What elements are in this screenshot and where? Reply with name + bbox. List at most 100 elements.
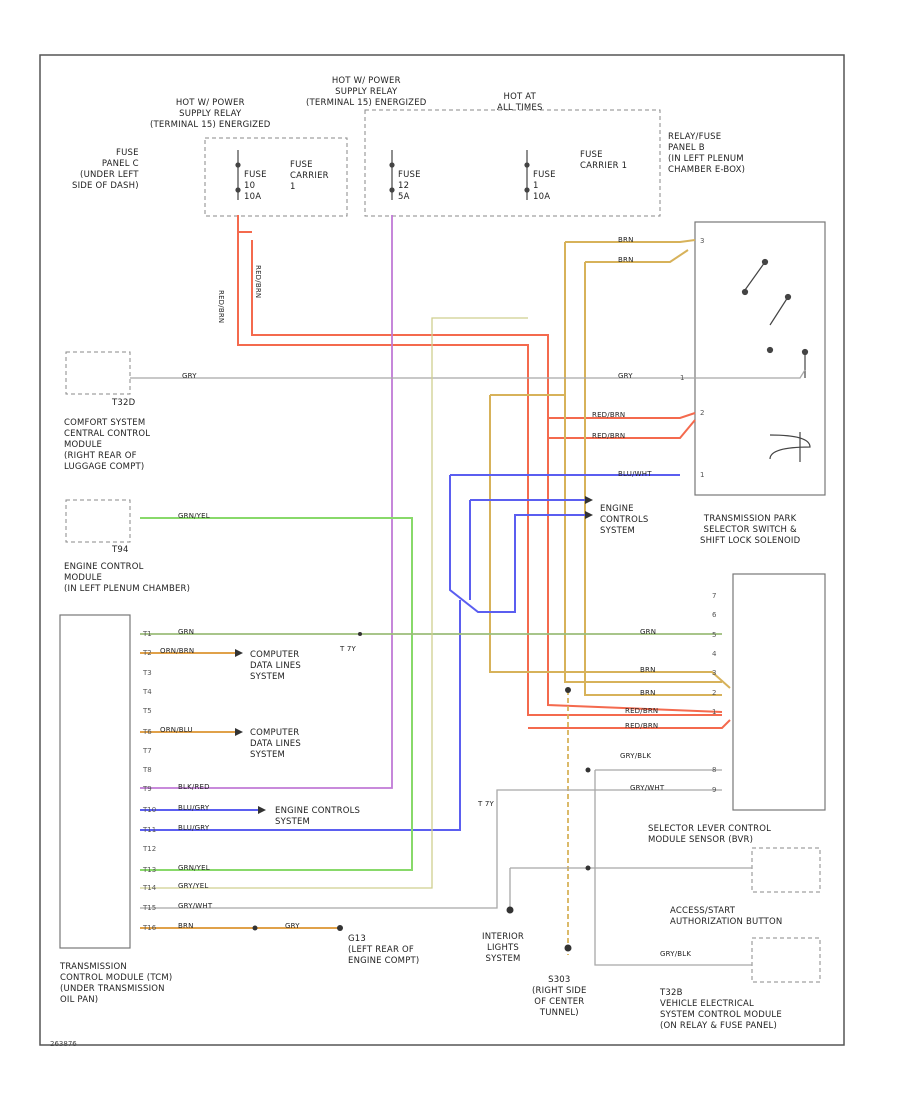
engine-controls-label-1: ENGINE CONTROLS SYSTEM [600, 504, 649, 536]
hot-at-all-times-label: HOT AT ALL TIMES [497, 92, 543, 113]
component-boxes [59, 221, 826, 949]
svg-text:T3: T3 [142, 669, 152, 677]
engine-module-label: ENGINE CONTROL MODULE (IN LEFT PLENUM CH… [64, 562, 191, 594]
figure-code: 263876 [50, 1040, 77, 1048]
computer-data-label-1: COMPUTER DATA LINES SYSTEM [250, 650, 301, 682]
diagram-frame [39, 54, 845, 1046]
wire-label-brn-1: BRN [618, 236, 634, 244]
access-start-label: ACCESS/START AUTHORIZATION BUTTON [670, 906, 783, 927]
svg-text:1: 1 [700, 471, 704, 479]
fuse-carrier-label-left: FUSE CARRIER 1 [290, 160, 329, 192]
switch-symbols [741, 258, 811, 462]
svg-text:9: 9 [712, 786, 716, 794]
fuse-label-mid: FUSE 12 5A [398, 170, 421, 202]
t94-label: T94 [112, 545, 129, 555]
wire-label-gry-wht-2: GRY/WHT [630, 784, 665, 792]
wire-label-orn-blu: ORN/BLU [160, 726, 193, 734]
svg-text:T2: T2 [142, 649, 152, 657]
s303-label: S303 (RIGHT SIDE OF CENTER TUNNEL) [532, 975, 587, 1018]
svg-text:T8: T8 [142, 766, 152, 774]
t32d-label: T32D [112, 398, 136, 408]
wire-label-blu-gry-1: BLU/GRY [178, 804, 210, 812]
selector-lever-label: SELECTOR LEVER CONTROL MODULE SENSOR (BV… [648, 824, 772, 845]
blue-wires [140, 474, 680, 831]
wire-label-red-3: RED/BRN [592, 411, 626, 419]
wire-label-blu-wht: BLU/WHT [618, 470, 652, 478]
wire-label-grn-yel-1: GRN/YEL [178, 512, 210, 520]
interior-lights-label: INTERIOR LIGHTS SYSTEM [482, 932, 525, 964]
wire-label-green-2: GRN [640, 628, 657, 636]
yellow-wires [489, 239, 731, 696]
wire-label-red-1: RED/BRN [217, 290, 225, 324]
t7y-label-2: T 7Y [478, 800, 495, 808]
svg-text:3: 3 [700, 237, 704, 245]
olive-wire [140, 317, 528, 889]
wire-label-orn-brn: ORN/BRN [160, 647, 195, 655]
connection-markers [235, 496, 593, 952]
wire-label-grn-yel-2: GRN/YEL [178, 864, 210, 872]
relay-label-mid: HOT W/ POWER SUPPLY RELAY (TERMINAL 15) … [306, 76, 427, 108]
green-wires [140, 517, 413, 871]
svg-text:T5: T5 [142, 707, 152, 715]
fuse-label-right: FUSE 1 10A [533, 170, 556, 202]
wire-label-red-4: RED/BRN [592, 432, 626, 440]
comfort-module-label: COMFORT SYSTEM CENTRAL CONTROL MODULE (R… [64, 418, 151, 472]
svg-text:T12: T12 [142, 845, 156, 853]
wire-label-brn-tcm: BRN [178, 922, 194, 930]
computer-data-label-2: COMPUTER DATA LINES SYSTEM [250, 728, 301, 760]
svg-text:4: 4 [712, 650, 717, 658]
gry-blk-label-1: GRY/BLK [620, 752, 652, 760]
wire-label-brn-4: BRN [640, 689, 656, 697]
svg-text:T16: T16 [142, 924, 157, 932]
fuse-symbols [235, 150, 530, 200]
red-wires [237, 215, 731, 729]
svg-text:T9: T9 [142, 785, 152, 793]
tcm-label: TRANSMISSION CONTROL MODULE (TCM) (UNDER… [60, 962, 173, 1005]
wire-label-red-6: RED/BRN [625, 722, 659, 730]
wire-label-brn-2: BRN [618, 256, 634, 264]
svg-text:T11: T11 [142, 826, 156, 834]
relay-fuse-panel-b-label: RELAY/FUSE PANEL B (IN LEFT PLENUM CHAMB… [668, 132, 746, 175]
wire-label-green-1: GRN [178, 628, 195, 636]
svg-text:3: 3 [712, 669, 716, 677]
svg-text:7: 7 [712, 592, 716, 600]
svg-text:1: 1 [680, 374, 684, 382]
g13-label: G13 (LEFT REAR OF ENGINE COMPT) [348, 934, 420, 966]
wire-label-gry-2: GRY [618, 372, 633, 380]
relay-label-left: HOT W/ POWER SUPPLY RELAY (TERMINAL 15) … [150, 98, 271, 130]
wire-label-gry-wht-1: GRY/WHT [178, 902, 213, 910]
svg-text:5: 5 [712, 631, 716, 639]
wire-label-gry-tcm: GRY [285, 922, 300, 930]
gray-wires [130, 369, 806, 966]
svg-text:8: 8 [712, 766, 716, 774]
svg-text:T10: T10 [142, 806, 156, 814]
fuse-panel-c-label: FUSE PANEL C (UNDER LEFT SIDE OF DASH) [72, 148, 139, 191]
svg-text:T15: T15 [142, 904, 156, 912]
gry-blk-label-2: GRY/BLK [660, 950, 692, 958]
svg-text:2: 2 [712, 689, 716, 697]
svg-text:6: 6 [712, 611, 717, 619]
vehicle-electrical-label: T32B VEHICLE ELECTRICAL SYSTEM CONTROL M… [660, 988, 782, 1031]
transmission-park-label: TRANSMISSION PARK SELECTOR SWITCH & SHIF… [700, 514, 801, 546]
wire-label-gry-1: GRY [182, 372, 197, 380]
svg-text:2: 2 [700, 409, 704, 417]
wire-label-brn-3: BRN [640, 666, 656, 674]
fuse-panels [65, 109, 821, 983]
engine-controls-label-2: ENGINE CONTROLS SYSTEM [275, 806, 361, 827]
orange-wires [140, 652, 340, 929]
svg-text:T6: T6 [142, 728, 152, 736]
wire-label-gry-yel: GRY/YEL [178, 882, 209, 890]
wire-label-purple: BLK/RED [178, 783, 210, 791]
svg-text:T4: T4 [142, 688, 152, 696]
wire-label-red-2: RED/BRN [254, 265, 262, 299]
fuse-carrier-label-right: FUSE CARRIER 1 [580, 150, 628, 171]
svg-text:T14: T14 [142, 884, 157, 892]
svg-text:T1: T1 [142, 630, 152, 638]
svg-text:1: 1 [712, 708, 716, 716]
wire-label-red-5: RED/BRN [625, 707, 659, 715]
svg-text:T13: T13 [142, 866, 156, 874]
connector-pins: 7 6 5 4 3 2 1 8 9 3 2 1 1 [680, 237, 717, 794]
svg-text:T7: T7 [142, 747, 152, 755]
